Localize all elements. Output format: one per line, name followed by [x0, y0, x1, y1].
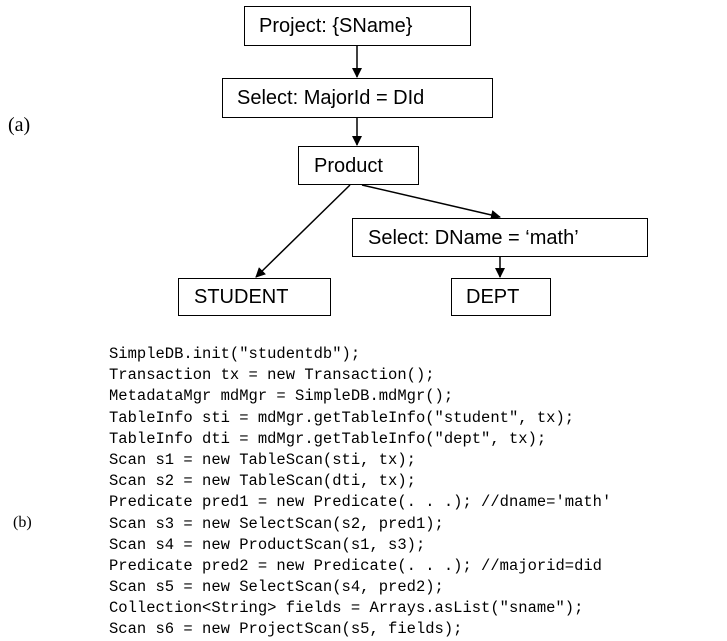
select-dname-node-label: Select: DName = ‘math’: [368, 226, 579, 249]
select-majorid-node-label: Select: MajorId = DId: [237, 87, 425, 109]
code-line: Scan s5 = new SelectScan(s4, pred2);: [109, 578, 444, 597]
code-line: Transaction tx = new Transaction();: [109, 366, 435, 385]
edge-product-to-select-dname: [361, 184, 501, 220]
student-node-label: STUDENT: [194, 286, 289, 308]
select-dname-node: Select: DName = ‘math’: [352, 218, 648, 257]
code-line: SimpleDB.init("studentdb");: [109, 345, 361, 363]
select-majorid-node: Select: MajorId = DId: [222, 78, 493, 118]
code-line: TableInfo dti = mdMgr.getTableInfo("dept…: [109, 429, 547, 448]
dept-node-label: DEPT: [466, 286, 520, 308]
code-line: MetadataMgr mdMgr = SimpleDB.mdMgr();: [109, 387, 454, 406]
code-line: Scan s6 = new ProjectScan(s5, fields);: [109, 620, 463, 639]
code-line: TableInfo sti = mdMgr.getTableInfo("stud…: [109, 408, 575, 427]
code-line: Scan s2 = new TableScan(dti, tx);: [109, 472, 416, 491]
code-line: Predicate pred2 = new Predicate(. . .); …: [109, 556, 602, 575]
code-line: Scan s1 = new TableScan(sti, tx);: [109, 450, 416, 469]
student-node: STUDENT: [178, 278, 331, 316]
part-a-label: (a): [8, 114, 31, 136]
part-b-label: (b): [13, 514, 32, 531]
project-node: Project: {SName}: [244, 6, 471, 46]
code-line: Collection<String> fields = Arrays.asLis…: [109, 599, 584, 618]
dept-node: DEPT: [451, 278, 551, 316]
product-node-label: Product: [314, 154, 383, 177]
code-listing: SimpleDB.init("studentdb"); Transaction …: [109, 344, 611, 641]
code-line: Predicate pred1 = new Predicate(. . .); …: [109, 493, 612, 512]
project-node-label: Project: {SName}: [259, 15, 413, 37]
code-line: Scan s3 = new SelectScan(s2, pred1);: [109, 514, 444, 533]
edge-product-to-student: [255, 184, 351, 278]
product-node: Product: [298, 146, 419, 185]
code-line: Scan s4 = new ProductScan(s1, s3);: [109, 535, 426, 554]
